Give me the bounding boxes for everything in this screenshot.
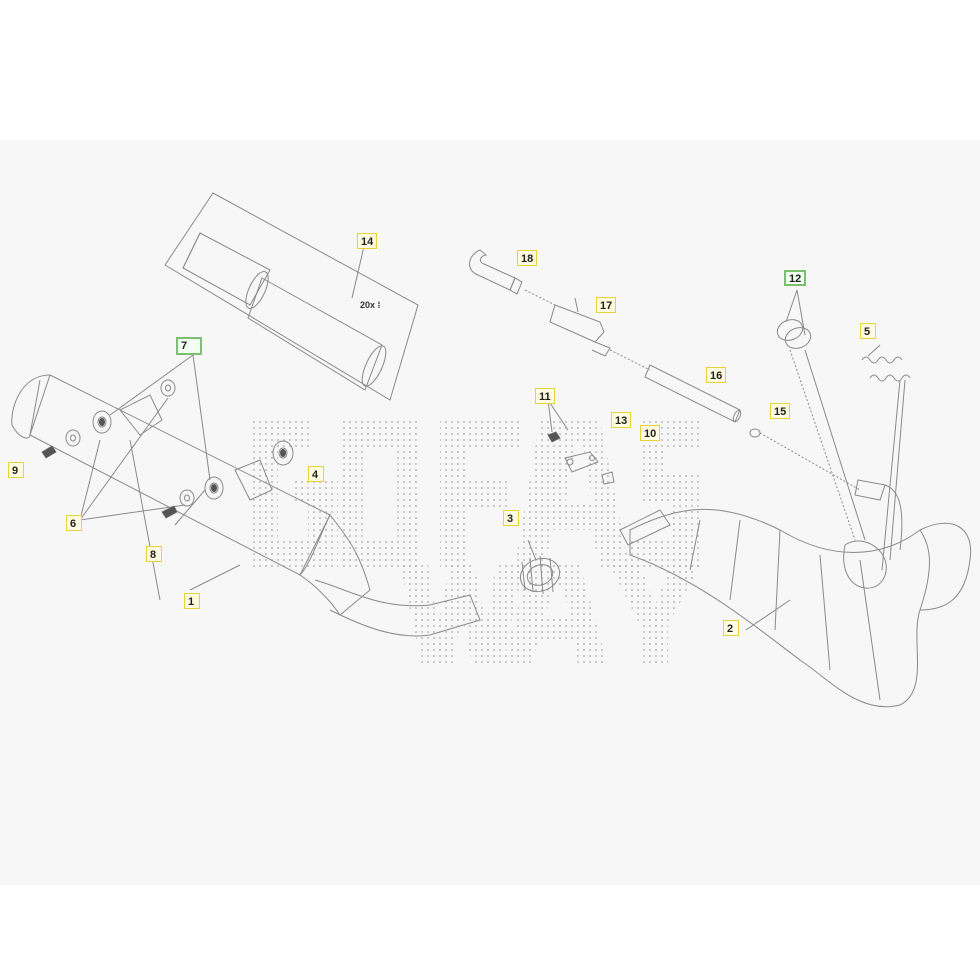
callout-16[interactable]: 16 [706,367,727,383]
bracket-11 [564,451,599,473]
callout-3[interactable]: 3 [503,510,519,526]
rubber-bushing-a [92,410,112,434]
callout-9[interactable]: 9 [8,462,24,478]
callout-4[interactable]: 4 [308,466,324,482]
kit-14-frame [164,192,419,401]
callout-12[interactable]: 12 [784,270,807,286]
callout-5[interactable]: 5 [860,323,876,339]
washer-b [65,429,81,447]
silencer-endcap [11,374,51,439]
exhaust-pipe-inlet [843,540,887,589]
callout-2[interactable]: 2 [723,620,739,636]
callout-18[interactable]: 18 [517,250,538,266]
washer-c [179,489,195,507]
silencer-link-pipe [314,579,481,637]
silencer-cone [299,514,371,616]
exhaust-pipe-chamber [629,508,972,708]
rubber-bushing-c [272,440,294,466]
clip-13 [601,471,615,485]
rubber-bushing-b [204,476,224,500]
hose-18 [469,249,516,291]
spring-5a [861,356,903,364]
fitting-17 [549,304,605,343]
quantity-text: 20x [360,300,376,310]
exhaust-sleeve-3 [519,557,561,593]
callout-8[interactable]: 8 [146,546,162,562]
callout-15[interactable]: 15 [770,403,791,419]
callout-17[interactable]: 17 [596,297,617,313]
line-art [11,192,972,708]
packing-tube-left [182,232,271,306]
callout-10[interactable]: 10 [640,425,661,441]
packing-tube-right [247,277,383,391]
exhaust-flange [619,509,671,546]
callout-1[interactable]: 1 [184,593,200,609]
callout-13[interactable]: 13 [611,412,632,428]
o-ring-12b [784,327,812,349]
o-ring-12a [776,319,804,341]
clip-15 [749,428,761,438]
quantity-note: 20x ⁞ [360,300,381,310]
spring-5b [869,374,911,382]
callout-6[interactable]: 6 [66,515,82,531]
callout-7[interactable]: 7 [176,337,202,355]
callout-14[interactable]: 14 [357,233,378,249]
washer-a [160,379,176,397]
fastener-icon: ⁞ [375,300,381,310]
rubber-shading [42,418,560,518]
callout-11[interactable]: 11 [535,388,555,404]
silencer-bracket [119,394,163,436]
